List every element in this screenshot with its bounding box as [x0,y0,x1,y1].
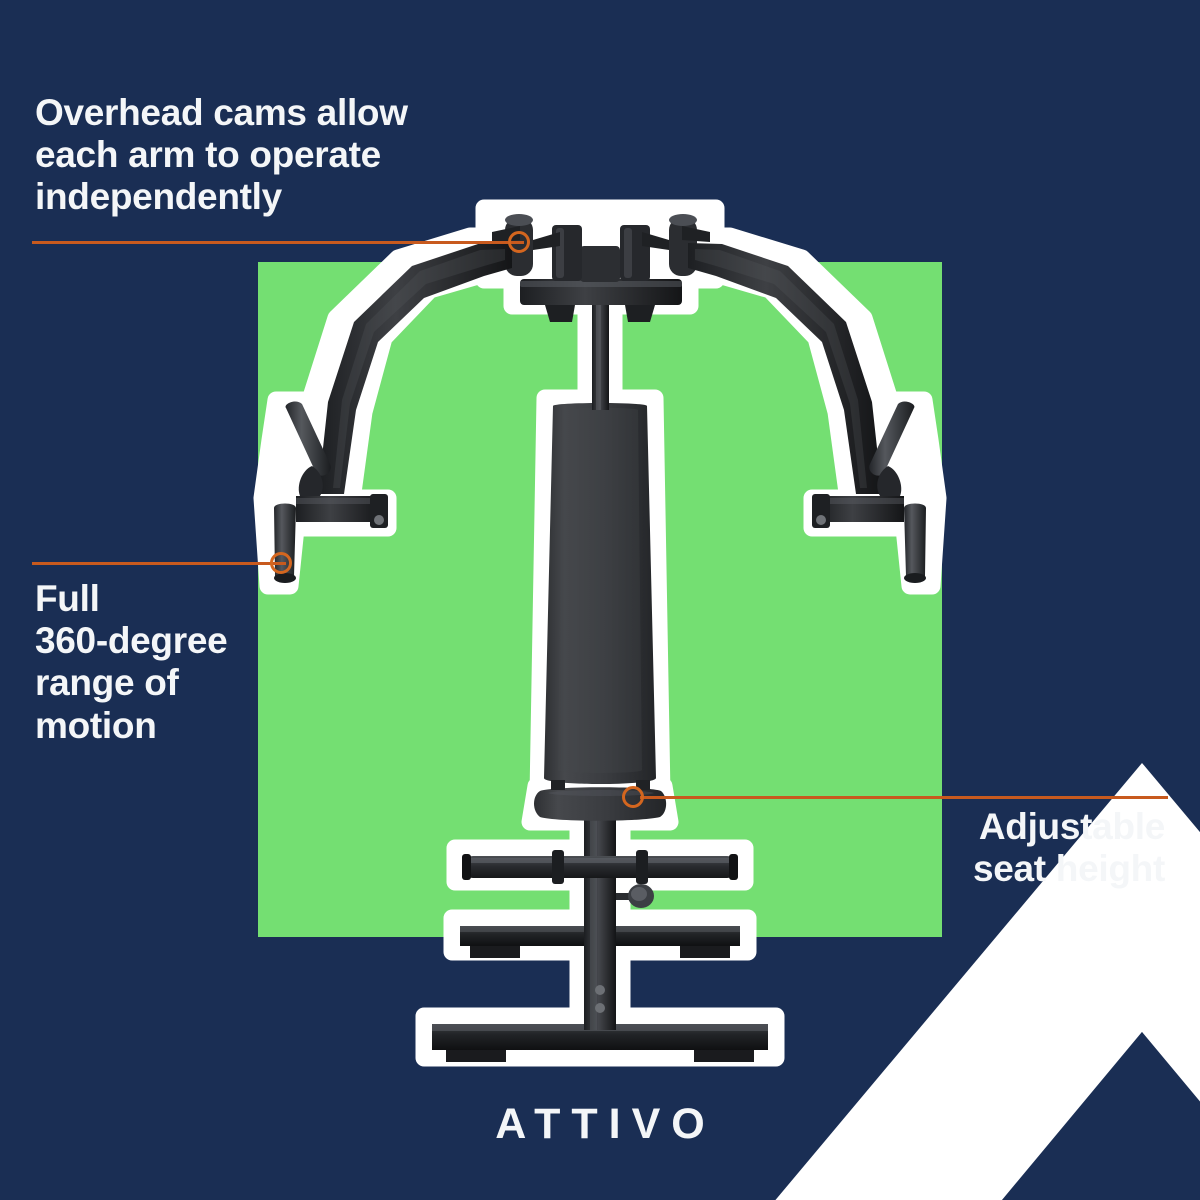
right-handle-assembly [812,401,926,583]
leader-line-range-of-motion [32,562,286,565]
base-foot [432,1024,768,1062]
left-swing-arm [318,243,512,494]
callout-overhead-cams: Overhead cams allow each arm to operate … [35,92,408,218]
right-swing-arm [688,243,882,494]
seat-adjustment-knob [616,884,654,908]
leader-line-seat-height [640,796,1168,799]
upright-column [584,806,616,1030]
seat-pad [534,787,667,821]
head-post [592,294,609,410]
brand-wordmark-text: ATTIVO [495,1100,716,1148]
weight-bar [462,850,738,884]
leader-ring-overhead-cams [508,231,530,253]
callout-range-of-motion: Full 360-degree range of motion [35,578,228,746]
brand-wordmark-footer: ATTIVO [0,1100,1200,1149]
backrest-pad [544,403,656,790]
callout-seat-height: Adjustable seat height [972,806,1165,890]
leader-line-overhead-cams [32,241,524,244]
leader-ring-seat-height [622,786,644,808]
leader-ring-range-of-motion [270,552,292,574]
